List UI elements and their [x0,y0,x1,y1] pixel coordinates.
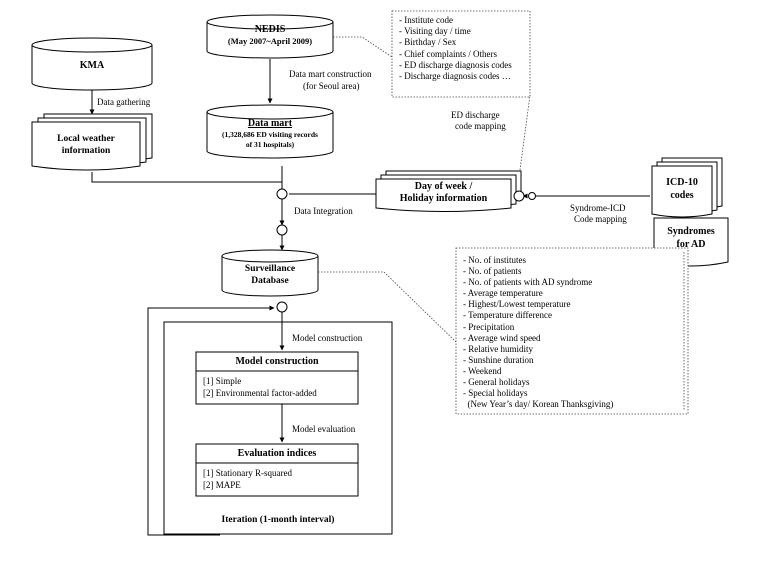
variable-item: (New Year’s day/ Korean Thanksgiving) [463,399,614,410]
eval-item: [2] MAPE [203,480,241,490]
nedis-period: (May 2007~April 2009) [227,36,313,46]
variable-item: - Highest/Lowest temperature [463,299,571,310]
surveillance-line-2: Database [251,276,289,286]
model-box-title: Model construction [235,356,319,367]
variable-item: - Sunshine duration [463,354,534,365]
model-construction-box [195,351,359,405]
nedis-field-item: - Chief complaints / Others [399,48,497,59]
weather-line-1: Local weather [57,134,115,144]
variable-item: - No. of patients [463,266,522,277]
holiday-line-1: Day of week / [414,181,473,192]
nedis-cylinder [206,14,334,59]
nedis-field-item: - Birthday / Sex [399,37,457,48]
kma-cylinder [31,37,153,91]
model-evaluation-label: Model evaluation [292,424,356,434]
variable-item: - No. of institutes [463,255,526,265]
nedis-field-item: - ED discharge diagnosis codes [399,59,512,70]
nedis-title: NEDIS [254,24,286,35]
model-item: [1] Simple [203,376,242,386]
data-mart-cylinder [206,104,334,159]
nedis-field-item: - Institute code [399,15,453,25]
syndrome-mapping-label-1: Syndrome-ICD [570,203,626,213]
variable-item: - Temperature difference [463,310,552,321]
variable-item: - Special holidays [463,388,528,399]
variable-item: - General holidays [463,377,530,388]
ed-mapping-label-1: ED discharge [451,110,500,120]
variable-item: - No. of patients with AD syndrome [463,277,593,288]
nedis-field-item: - Visiting day / time [399,26,471,37]
data-mart-desc-2: of 31 hospitals) [245,140,295,149]
data-gathering-label: Data gathering [97,97,151,107]
surveillance-line-1: Surveillance [244,264,296,274]
syndromes-line-2: for AD [676,239,706,250]
icd-doc [651,157,723,218]
model-construction-label: Model construction [292,333,363,343]
holiday-doc [375,170,522,212]
nedis-field-item: - Discharge diagnosis codes … [399,70,511,81]
nedis-fields-list: - Institute code - Visiting day / time -… [399,15,512,82]
variable-item: - Precipitation [463,321,515,332]
data-mart-construction-label: Data mart construction [289,69,372,79]
syndromes-line-1: Syndromes [667,226,715,237]
variable-item: - Average wind speed [463,332,541,343]
variable-item: - Weekend [463,365,502,376]
iteration-label: Iteration (1-month interval) [221,515,335,525]
data-mart-desc-1: (1,328,686 ED visiting records [222,130,318,139]
evaluation-box [195,443,359,497]
variables-box [455,247,689,415]
model-item: [2] Environmental factor-added [203,388,317,398]
local-weather-doc [31,113,153,171]
variables-list: - No. of institutes - No. of patients - … [463,255,613,410]
variable-item: - Relative humidity [463,343,533,354]
icd-line-2: codes [670,190,694,201]
eval-item: [1] Stationary R-squared [203,468,292,478]
eval-box-title: Evaluation indices [237,448,317,459]
variable-item: - Average temperature [463,288,543,299]
kma-title: KMA [79,60,105,71]
data-integration-label: Data Integration [294,206,353,216]
weather-line-2: information [61,146,111,156]
nedis-fields-box [391,10,531,98]
holiday-line-2: Holiday information [399,193,488,204]
surveillance-cylinder [221,249,319,297]
ed-mapping-label-2: code mapping [455,121,506,131]
data-mart-title: Data mart [247,118,293,129]
icd-line-1: ICD-10 [666,177,698,188]
syndrome-mapping-label-2: Code mapping [574,214,627,224]
data-mart-area-label: (for Seoul area) [303,81,360,91]
